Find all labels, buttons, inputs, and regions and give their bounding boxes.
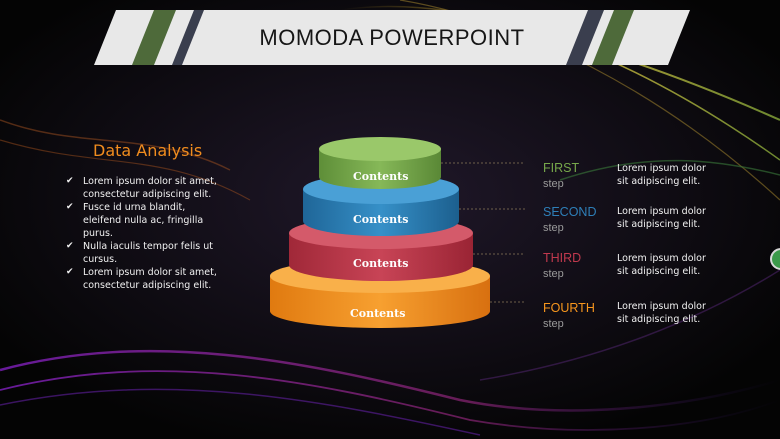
title-banner: MOMODA POWERPOINT [94,10,690,65]
step-third: THIRD step [543,251,581,281]
step-fourth: FOURTH step [543,301,595,331]
step-name: FIRST [543,161,580,175]
step-name: THIRD [543,251,582,265]
slide-title: MOMODA POWERPOINT [259,25,525,50]
title-banner-shape [94,10,690,65]
tier-label: Contents [353,170,408,183]
step-second: SECOND step [543,205,596,235]
check-icon: ✔ [66,241,74,251]
bullet-item: ✔ Lorem ipsum dolor sit amet, consectetur… [64,266,224,292]
data-analysis-heading: Data Analysis [93,141,203,160]
tier-label: Contents [353,213,408,226]
step-name: SECOND [543,205,597,219]
check-icon: ✔ [66,202,74,212]
bullet-item: ✔ Lorem ipsum dolor sit amet, consectetur… [64,175,224,201]
step-description: Lorem ipsum dolor sit adipiscing elit. [617,206,706,230]
check-icon: ✔ [66,176,74,186]
step-sub: step [543,178,564,190]
stacked-pyramid: Contents Contents Contents Contents [270,137,525,328]
bullet-text: Fusce id urna blandit, eleifend nulla ac… [83,202,204,239]
step-description: Lorem ipsum dolor sit adipiscing elit. [617,253,706,277]
tier-label: Contents [353,257,408,270]
step-sub: step [543,318,564,330]
step-name: FOURTH [543,301,595,315]
check-icon: ✔ [66,267,74,277]
bullet-text: Lorem ipsum dolor sit amet, consectetur … [83,267,217,291]
bullet-text: Lorem ipsum dolor sit amet, consectetur … [83,176,217,200]
step-sub: step [543,268,564,280]
bullet-text: Nulla iaculis tempor felis ut cursus. [83,241,213,265]
step-description: Lorem ipsum dolor sit adipiscing elit. [617,301,706,325]
step-description: Lorem ipsum dolor sit adipiscing elit. [617,163,706,187]
bullet-list: ✔ Lorem ipsum dolor sit amet, consectetur… [64,175,224,292]
tier-label: Contents [350,307,405,320]
bullet-item: ✔ Fusce id urna blandit, eleifend nulla a… [64,201,224,240]
bullet-item: ✔ Nulla iaculis tempor felis ut cursus. [64,240,224,266]
step-first: FIRST step [543,161,579,191]
step-sub: step [543,222,564,234]
pyramid-tier-1: Contents [319,137,441,189]
leader-lines [441,162,525,303]
